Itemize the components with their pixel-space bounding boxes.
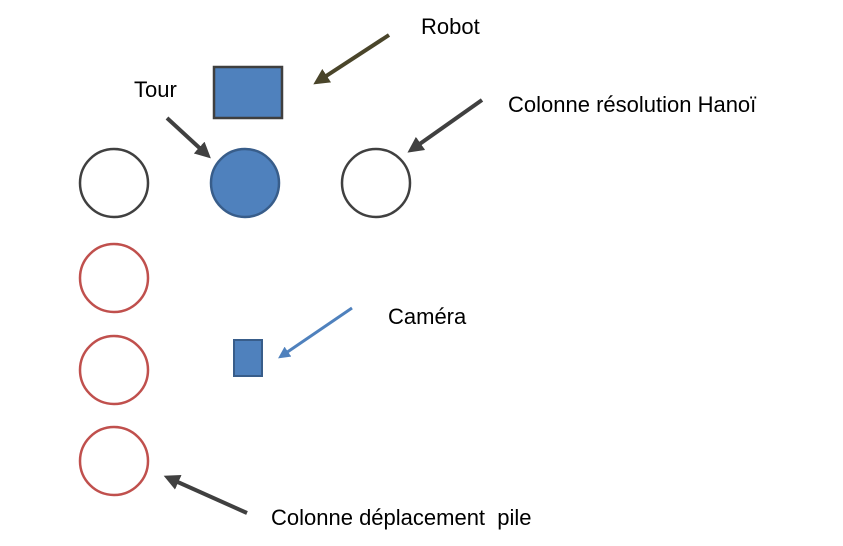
pile-circle-2 <box>78 334 150 406</box>
pile-arrow <box>163 474 248 515</box>
pile-column-label: Colonne déplacement pile <box>271 505 532 530</box>
camera-label: Caméra <box>388 304 467 329</box>
pile-circle-1 <box>78 242 150 314</box>
camera-arrow <box>278 306 353 359</box>
robot-arrow <box>313 33 391 85</box>
tour-arrow <box>165 116 211 159</box>
camera-shape <box>233 339 263 377</box>
pile-circle-3 <box>78 425 150 497</box>
hanoi-column-label: Colonne résolution Hanoï <box>508 92 757 117</box>
robot-label: Robot <box>421 14 480 39</box>
robot-shape <box>212 65 284 120</box>
hanoi-right-circle <box>340 147 412 219</box>
tour-label: Tour <box>134 77 177 102</box>
tower-circle <box>209 147 281 219</box>
hanoi-arrow <box>407 98 484 153</box>
hanoi-left-circle <box>78 147 150 219</box>
